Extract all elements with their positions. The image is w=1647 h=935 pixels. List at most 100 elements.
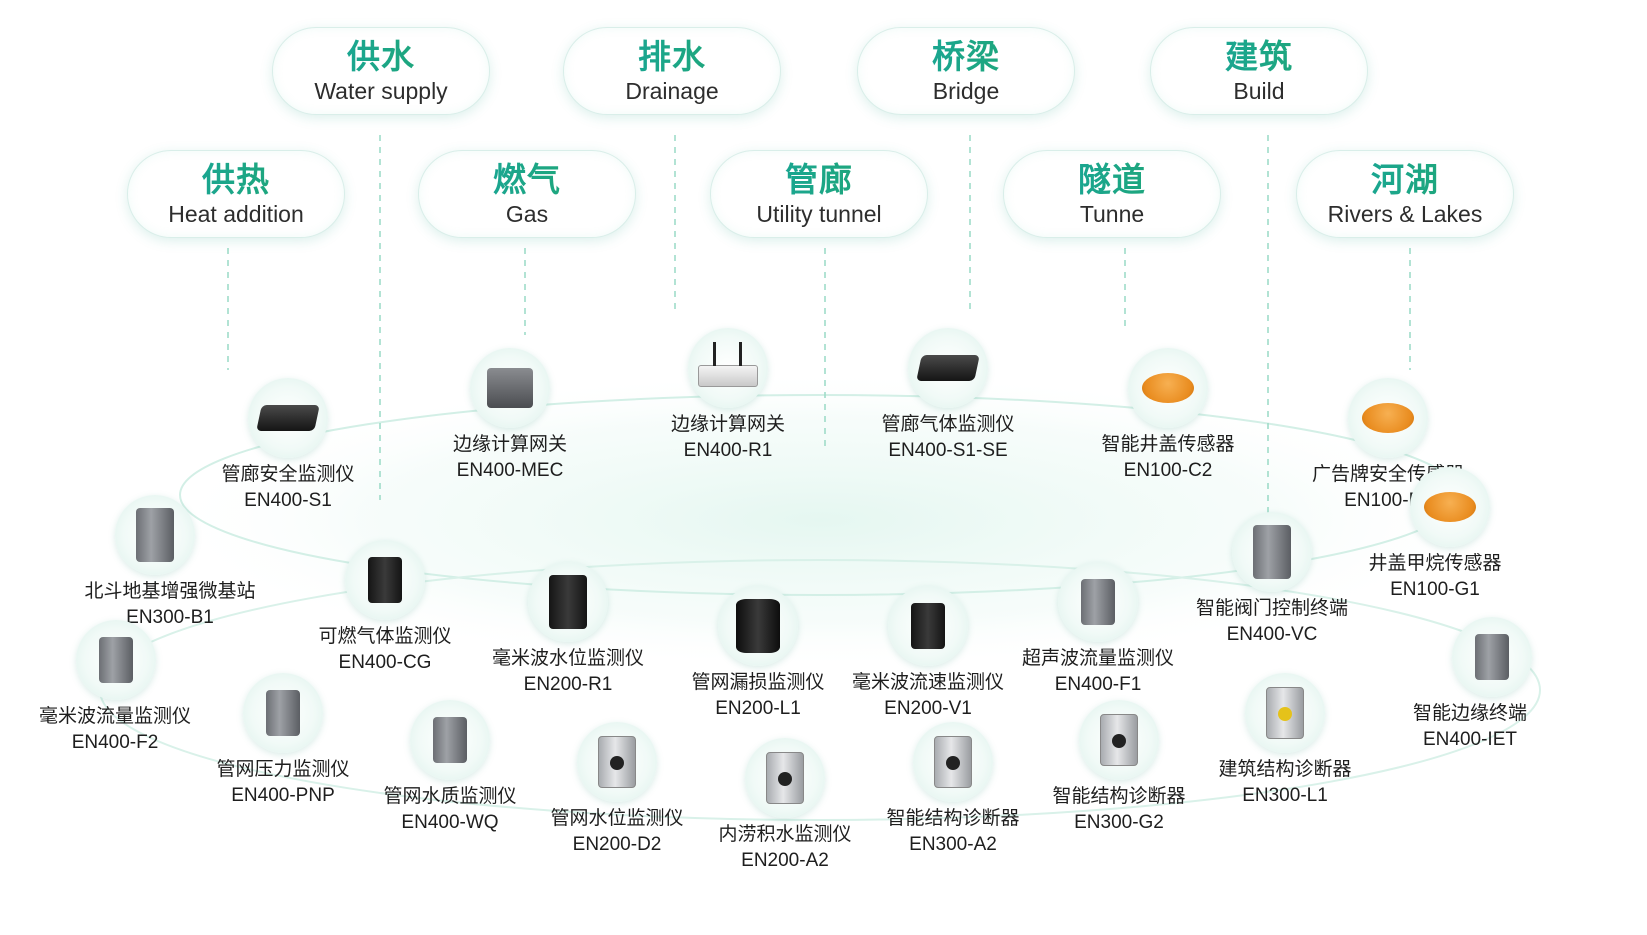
category-gas: 燃气 Gas bbox=[418, 150, 636, 238]
category-en: Bridge bbox=[932, 78, 1000, 104]
waterlogging-icon bbox=[766, 752, 804, 804]
device-model: EN100-C2 bbox=[1123, 460, 1213, 481]
category-water-supply: 供水 Water supply bbox=[272, 27, 490, 115]
device-image bbox=[115, 495, 195, 575]
connector-lines bbox=[227, 135, 1411, 520]
device-image bbox=[1058, 562, 1138, 642]
device-image bbox=[528, 562, 608, 642]
category-drainage: 排水 Drainage bbox=[563, 27, 781, 115]
category-zh: 管廊 bbox=[711, 160, 927, 200]
sensor-dot bbox=[778, 772, 792, 786]
device-en100-b1: 广告牌安全传感器 EN100-B1 bbox=[1278, 378, 1498, 514]
device-name: 建筑结构诊断器 bbox=[1218, 759, 1352, 780]
manhole-sensor-icon bbox=[1424, 492, 1476, 522]
device-model: EN400-R1 bbox=[683, 440, 773, 461]
device-name: 井盖甲烷传感器 bbox=[1368, 553, 1502, 574]
category-en: Drainage bbox=[625, 78, 719, 104]
flat-gateway-icon bbox=[916, 355, 980, 381]
device-model: EN300-L1 bbox=[1242, 785, 1328, 806]
category-rivers-lakes: 河湖 Rivers & Lakes bbox=[1296, 150, 1514, 238]
device-image bbox=[248, 378, 328, 458]
category-zh: 桥梁 bbox=[858, 37, 1074, 77]
device-name: 智能边缘终端 bbox=[1412, 703, 1527, 724]
device-en200-l1: 管网漏损监测仪 EN200-L1 bbox=[648, 586, 868, 722]
device-en400-r1: 边缘计算网关 EN400-R1 bbox=[618, 328, 838, 464]
device-en300-l1: 建筑结构诊断器 EN300-L1 bbox=[1175, 673, 1395, 809]
device-name: 智能井盖传感器 bbox=[1101, 434, 1235, 455]
device-image bbox=[345, 540, 425, 620]
device-image bbox=[1079, 700, 1159, 780]
router-icon bbox=[698, 342, 758, 387]
device-image bbox=[76, 620, 156, 700]
sensor-dot bbox=[610, 756, 624, 770]
device-model: EN200-V1 bbox=[884, 698, 972, 719]
category-tunnel: 隧道 Tunne bbox=[1003, 150, 1221, 238]
device-image bbox=[1452, 617, 1532, 697]
device-model: EN400-WQ bbox=[401, 812, 499, 833]
device-image bbox=[718, 586, 798, 666]
device-name: 管网水质监测仪 bbox=[383, 786, 517, 807]
sensor-dot bbox=[946, 756, 960, 770]
gas-detector-icon bbox=[368, 557, 402, 603]
device-model: EN200-R1 bbox=[523, 674, 613, 695]
device-image bbox=[1348, 378, 1428, 458]
category-en: Tunne bbox=[1079, 201, 1145, 227]
device-name: 边缘计算网关 bbox=[670, 414, 785, 435]
device-model: EN400-PNP bbox=[231, 785, 335, 806]
device-model: EN300-B1 bbox=[126, 607, 214, 628]
device-name: 管网压力监测仪 bbox=[216, 759, 350, 780]
device-model: EN300-A2 bbox=[909, 834, 997, 855]
device-en400-wq: 管网水质监测仪 EN400-WQ bbox=[340, 700, 560, 836]
device-en100-g1: 井盖甲烷传感器 EN100-G1 bbox=[1325, 467, 1545, 603]
device-en400-s1-se: 管廊气体监测仪 EN400-S1-SE bbox=[838, 328, 1058, 464]
device-name: 管廊气体监测仪 bbox=[881, 414, 1015, 435]
device-image bbox=[913, 722, 993, 802]
ultrasonic-flow-icon bbox=[1081, 579, 1115, 625]
radar-level-icon bbox=[549, 575, 587, 629]
device-name: 智能结构诊断器 bbox=[886, 808, 1020, 829]
device-model: EN400-VC bbox=[1226, 624, 1318, 645]
flow-meter-icon bbox=[99, 637, 133, 683]
water-quality-icon bbox=[433, 717, 467, 763]
valve-terminal-icon bbox=[1253, 525, 1291, 579]
device-en400-iet: 智能边缘终端 EN400-IET bbox=[1360, 617, 1580, 753]
device-name: 管网漏损监测仪 bbox=[691, 672, 825, 693]
device-name: 可燃气体监测仪 bbox=[318, 626, 452, 647]
category-en: Gas bbox=[505, 201, 549, 227]
pressure-meter-icon bbox=[266, 690, 300, 736]
flat-gateway-icon bbox=[256, 405, 320, 431]
device-name: 超声波流量监测仪 bbox=[1021, 648, 1174, 669]
edge-terminal-icon bbox=[1475, 634, 1509, 680]
device-image bbox=[745, 738, 825, 818]
category-build: 建筑 Build bbox=[1150, 27, 1368, 115]
device-name: 管廊安全监测仪 bbox=[221, 464, 355, 485]
device-model: EN400-F1 bbox=[1054, 674, 1142, 695]
device-en400-vc: 智能阀门控制终端 EN400-VC bbox=[1162, 512, 1382, 648]
device-en400-f1: 超声波流量监测仪 EN400-F1 bbox=[988, 562, 1208, 698]
device-model: EN300-G2 bbox=[1074, 812, 1164, 833]
device-name: 内涝积水监测仪 bbox=[718, 824, 852, 845]
device-image bbox=[688, 328, 768, 408]
category-en: Rivers & Lakes bbox=[1327, 201, 1483, 227]
category-zh: 燃气 bbox=[419, 160, 635, 200]
radar-velocity-icon bbox=[911, 603, 945, 649]
category-bridge: 桥梁 Bridge bbox=[857, 27, 1075, 115]
device-image bbox=[577, 722, 657, 802]
device-name: 北斗地基增强微基站 bbox=[84, 581, 256, 602]
category-zh: 隧道 bbox=[1004, 160, 1220, 200]
edge-box-icon bbox=[487, 368, 533, 408]
category-en: Water supply bbox=[314, 78, 448, 104]
device-en400-cg: 可燃气体监测仪 EN400-CG bbox=[275, 540, 495, 676]
device-name: 毫米波水位监测仪 bbox=[491, 648, 644, 669]
device-model: EN200-D2 bbox=[572, 834, 662, 855]
category-heat-addition: 供热 Heat addition bbox=[127, 150, 345, 238]
category-en: Heat addition bbox=[168, 201, 304, 227]
sensor-dot bbox=[1278, 707, 1292, 721]
water-level-icon bbox=[598, 736, 636, 788]
device-name: 管网水位监测仪 bbox=[550, 808, 684, 829]
device-en200-v1: 毫米波流速监测仪 EN200-V1 bbox=[818, 586, 1038, 722]
inner-ring-glow bbox=[160, 370, 1480, 670]
device-en300-g2: 智能结构诊断器 EN300-G2 bbox=[1009, 700, 1229, 836]
device-en300-a2: 智能结构诊断器 EN300-A2 bbox=[843, 722, 1063, 858]
device-model: EN400-S1 bbox=[244, 490, 332, 511]
